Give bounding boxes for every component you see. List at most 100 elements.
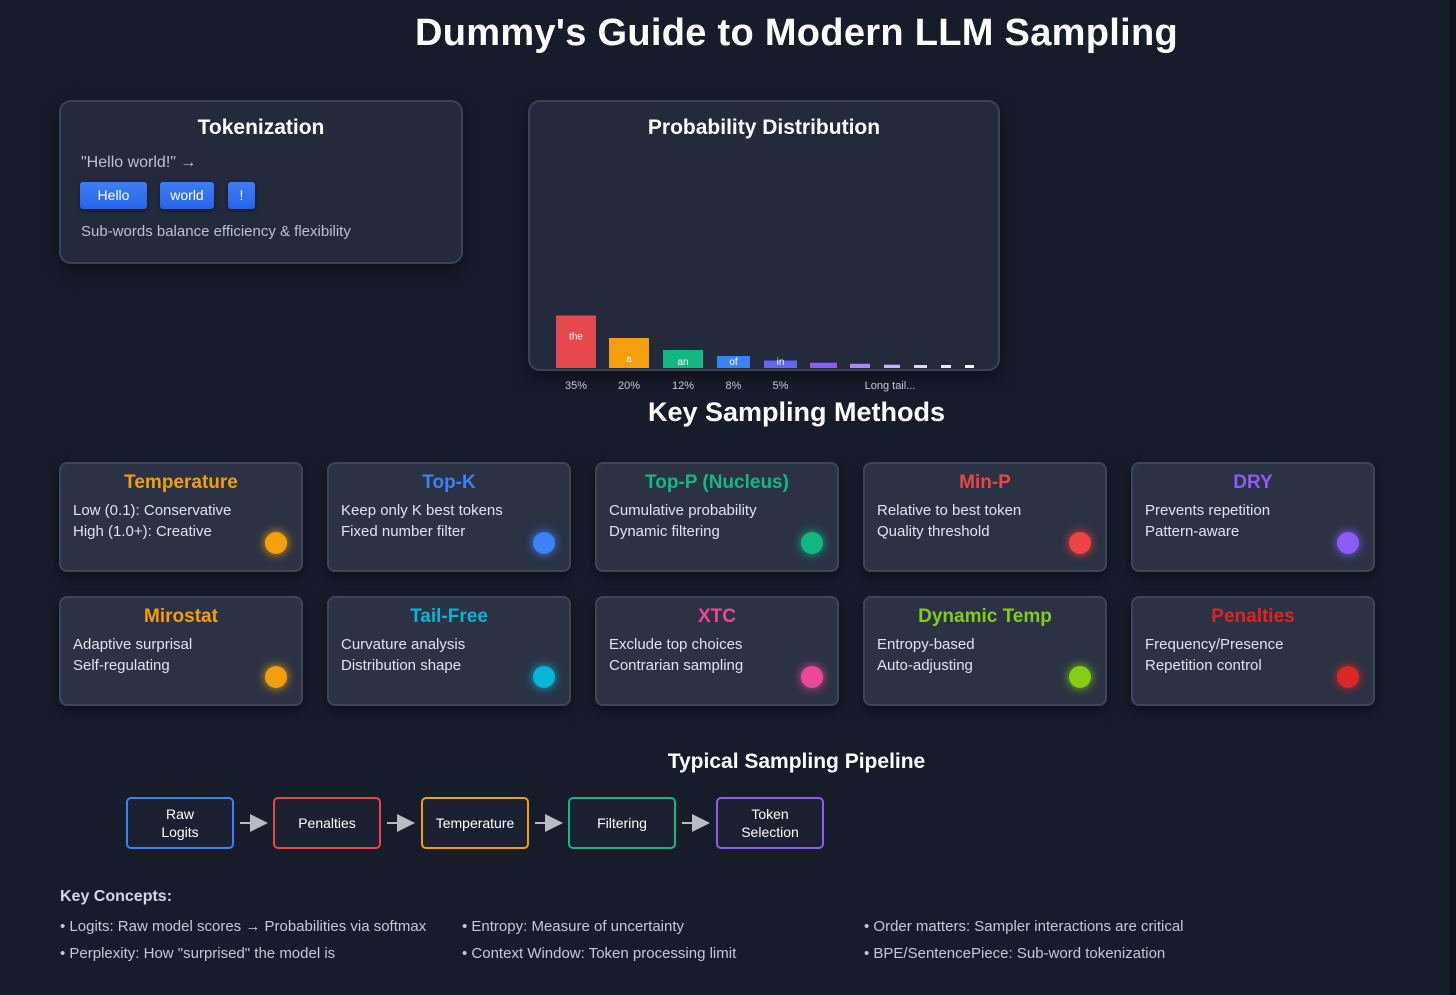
method-color-dot [1337,532,1359,554]
bar-token-label: of [729,357,738,368]
method-card-title: Penalties [1211,606,1295,627]
concept-item: • BPE/SentencePiece: Sub-word tokenizati… [864,945,1166,962]
method-card-title: Min-P [959,472,1011,493]
method-card-description: Frequency/Presence [1145,636,1284,653]
arrow-right-icon [682,814,710,832]
long-tail-label: Long tail... [865,380,916,392]
probability-title: Probability Distribution [647,116,881,139]
token-chip: world [160,182,214,209]
method-card-description: Low (0.1): Conservative [73,502,232,519]
concept-item: • Order matters: Sampler interactions ar… [864,918,1184,935]
method-card-title: Temperature [124,472,238,493]
pipeline-step: Temperature [421,797,529,849]
method-card-description: Curvature analysis [341,636,466,653]
distribution-bar [810,362,837,368]
bar-percent-label: 35% [565,380,587,392]
concept-item: • Entropy: Measure of uncertainty [462,918,685,935]
method-card-description: Quality threshold [877,523,990,540]
tokenization-panel: Tokenization "Hello world!" → Hello worl… [59,100,463,264]
pipeline-step: Raw Logits [126,797,234,849]
method-card-title: Mirostat [144,606,218,627]
distribution-bar [556,315,596,368]
tokenization-note: Sub-words balance efficiency & flexibili… [81,223,351,240]
page-edge [1450,0,1456,995]
method-card-description: Keep only K best tokens [341,502,503,519]
distribution-bar [850,363,870,368]
method-card-description: Adaptive surprisal [73,636,193,653]
method-card-description: Cumulative probability [609,502,757,519]
concept-item: • Context Window: Token processing limit [462,945,737,962]
method-color-dot [1069,666,1091,688]
method-card-description: Fixed number filter [341,523,466,540]
method-card-description: Repetition control [1145,657,1262,674]
pipeline-step: Filtering [568,797,676,849]
tokenization-title: Tokenization [197,116,325,139]
method-color-dot [801,532,823,554]
bar-percent-label: 5% [773,380,789,392]
bar-token-label: a [626,354,632,365]
concepts-heading: Key Concepts: [60,888,173,905]
distribution-bar [941,365,951,368]
distribution-bar [717,356,750,368]
arrow-right-icon [240,814,268,832]
concept-item: • Logits: Raw model scores → Probabiliti… [60,918,427,935]
token-chip: Hello [80,182,147,209]
method-card-description: High (1.0+): Creative [73,523,212,540]
method-color-dot [265,532,287,554]
methods-title: Key Sampling Methods [647,397,946,427]
method-color-dot [1069,532,1091,554]
bar-token-label: the [569,332,583,343]
tokenization-example: "Hello world!" → [81,154,197,171]
pipeline-step: Token Selection [716,797,824,849]
method-card-title: Dynamic Temp [918,606,1052,627]
method-card-description: Auto-adjusting [877,657,973,674]
method-card-title: DRY [1233,472,1273,493]
pipeline-step: Penalties [273,797,381,849]
method-card-description: Exclude top choices [609,636,743,653]
method-card-description: Self-regulating [73,657,170,674]
probability-chart: the 35% a 20% an 12% of 8% in 5% Long tail... [556,315,974,392]
concept-item: • Perplexity: How "surprised" the model … [60,945,336,962]
bar-percent-label: 12% [672,380,694,392]
method-card-description: Contrarian sampling [609,657,744,674]
distribution-bar [764,360,797,368]
bar-percent-label: 20% [618,380,640,392]
page-title: Dummy's Guide to Modern LLM Sampling [415,12,1178,54]
distribution-bar [965,365,974,368]
method-color-dot [533,532,555,554]
bar-percent-label: 8% [726,380,742,392]
token-chip: ! [228,182,255,209]
distribution-bar [663,350,703,368]
probability-panel: Probability Distribution [528,100,1000,371]
method-card-description: Entropy-based [877,636,975,653]
method-color-dot [265,666,287,688]
arrow-right-icon [387,814,415,832]
method-card-description: Relative to best token [877,502,1022,519]
bar-token-label: in [777,357,785,368]
method-color-dot [1337,666,1359,688]
method-card-title: Top-P (Nucleus) [645,472,789,493]
method-card-title: Tail-Free [410,606,488,627]
method-card-description: Distribution shape [341,657,462,674]
method-card-title: Top-K [422,472,476,493]
method-color-dot [533,666,555,688]
method-card-description: Pattern-aware [1145,523,1240,540]
pipeline-title: Typical Sampling Pipeline [667,750,926,773]
method-card-description: Prevents repetition [1145,502,1271,519]
distribution-bar [884,364,900,368]
bar-token-label: an [677,357,688,368]
distribution-bar [609,338,649,368]
distribution-bar [914,365,927,368]
method-card-description: Dynamic filtering [609,523,720,540]
